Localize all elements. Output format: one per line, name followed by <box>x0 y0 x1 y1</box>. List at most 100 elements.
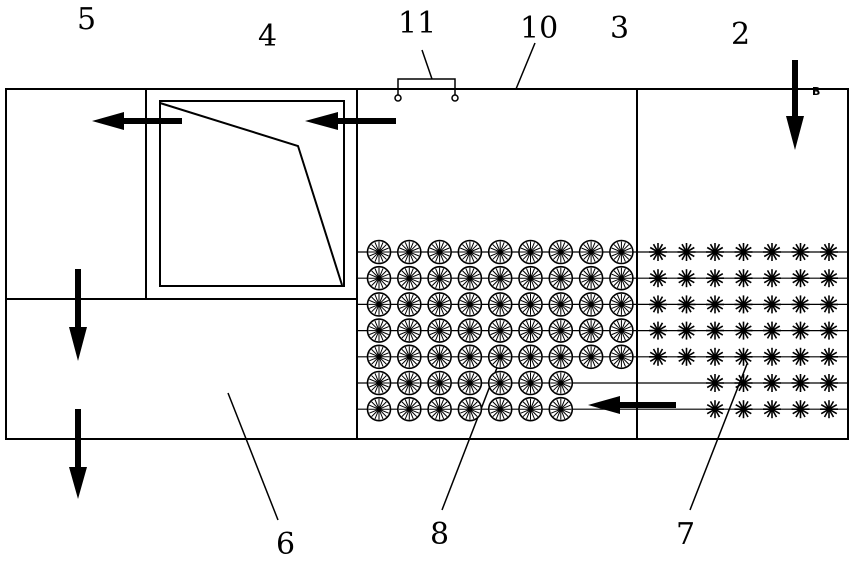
disc-media <box>487 239 513 265</box>
settling-box <box>159 100 345 287</box>
star-media <box>763 321 781 340</box>
star-media <box>820 374 838 392</box>
star-media <box>820 400 838 419</box>
star-media <box>791 321 810 340</box>
star-media <box>791 295 810 314</box>
disc-media <box>396 396 422 422</box>
label-4: 4 <box>258 19 277 54</box>
star-media <box>706 321 724 340</box>
disc-media <box>578 344 604 370</box>
connector-port-right <box>451 94 459 102</box>
disc-media <box>487 370 513 396</box>
disc-media <box>427 370 452 396</box>
disc-media <box>457 396 483 422</box>
star-media <box>706 243 724 261</box>
disc-media <box>548 344 574 370</box>
disc-media <box>487 344 513 370</box>
top-connector <box>397 78 456 96</box>
disc-media <box>578 265 604 291</box>
star-media <box>734 243 753 261</box>
star-media <box>820 243 838 261</box>
star-media <box>791 243 810 261</box>
label-2: 2 <box>731 17 750 52</box>
star-media <box>706 374 724 392</box>
disc-media <box>609 265 634 291</box>
disc-media <box>457 265 483 291</box>
disc-media <box>518 292 543 317</box>
star-media <box>677 347 696 366</box>
disc-media <box>609 344 634 370</box>
star-media <box>734 295 753 314</box>
arrow-down-outlet <box>69 409 87 499</box>
star-media <box>820 321 838 340</box>
star-media <box>677 321 696 340</box>
star-media <box>820 347 838 366</box>
disc-media <box>548 239 574 265</box>
star-media <box>649 321 667 340</box>
disc-media <box>396 344 422 370</box>
star-media <box>820 269 838 288</box>
disc-media <box>366 344 392 370</box>
star-media <box>791 269 810 288</box>
star-media <box>649 295 667 314</box>
star-media <box>649 269 667 288</box>
disc-media <box>366 396 392 422</box>
arrow-down-inlet <box>786 60 804 150</box>
disc-media <box>457 318 483 343</box>
disc-media <box>487 265 513 291</box>
star-media <box>763 295 781 314</box>
arrow-down-5-to-6 <box>69 269 87 361</box>
label-6: 6 <box>276 527 295 562</box>
sloped-baffle <box>159 102 343 286</box>
star-media <box>734 321 753 340</box>
disc-media <box>518 396 543 422</box>
disc-media <box>518 370 543 396</box>
star-media-grid <box>649 243 838 419</box>
star-media <box>706 295 724 314</box>
leader-7 <box>689 363 748 511</box>
star-media <box>820 295 838 314</box>
disc-media <box>396 265 422 291</box>
disc-media <box>427 265 452 291</box>
disc-media <box>609 318 634 343</box>
star-media <box>791 347 810 366</box>
leader-6 <box>227 392 279 521</box>
star-media <box>791 374 810 392</box>
disc-media <box>366 265 392 291</box>
disc-media <box>609 239 634 265</box>
disc-media <box>366 292 392 317</box>
disc-media <box>578 292 604 317</box>
label-11: 11 <box>398 6 436 41</box>
disc-media <box>487 318 513 343</box>
star-media <box>763 243 781 261</box>
disc-media <box>396 239 422 265</box>
leader-10 <box>515 42 536 90</box>
disc-media <box>457 239 483 265</box>
star-media <box>734 374 753 392</box>
star-media <box>677 269 696 288</box>
star-media <box>763 400 781 419</box>
disc-media <box>487 292 513 317</box>
star-media <box>677 295 696 314</box>
label-7: 7 <box>676 517 695 552</box>
disc-media <box>518 239 543 265</box>
disc-media <box>457 370 483 396</box>
disc-media <box>396 370 422 396</box>
star-media <box>706 400 724 419</box>
star-media <box>763 269 781 288</box>
disc-media <box>366 318 392 343</box>
arrow-left-2-to-3 <box>588 396 676 414</box>
disc-media <box>396 292 422 317</box>
disc-media <box>518 344 543 370</box>
disc-media <box>548 265 574 291</box>
disc-media <box>518 318 543 343</box>
leader-11 <box>421 49 433 80</box>
disc-media <box>396 318 422 343</box>
outer-tank <box>5 88 849 440</box>
disc-media <box>548 292 574 317</box>
disc-media-grid <box>366 239 634 422</box>
label-5: 5 <box>77 2 96 37</box>
disc-media <box>548 396 574 422</box>
disc-media <box>366 370 392 396</box>
label-10: 10 <box>520 11 558 46</box>
